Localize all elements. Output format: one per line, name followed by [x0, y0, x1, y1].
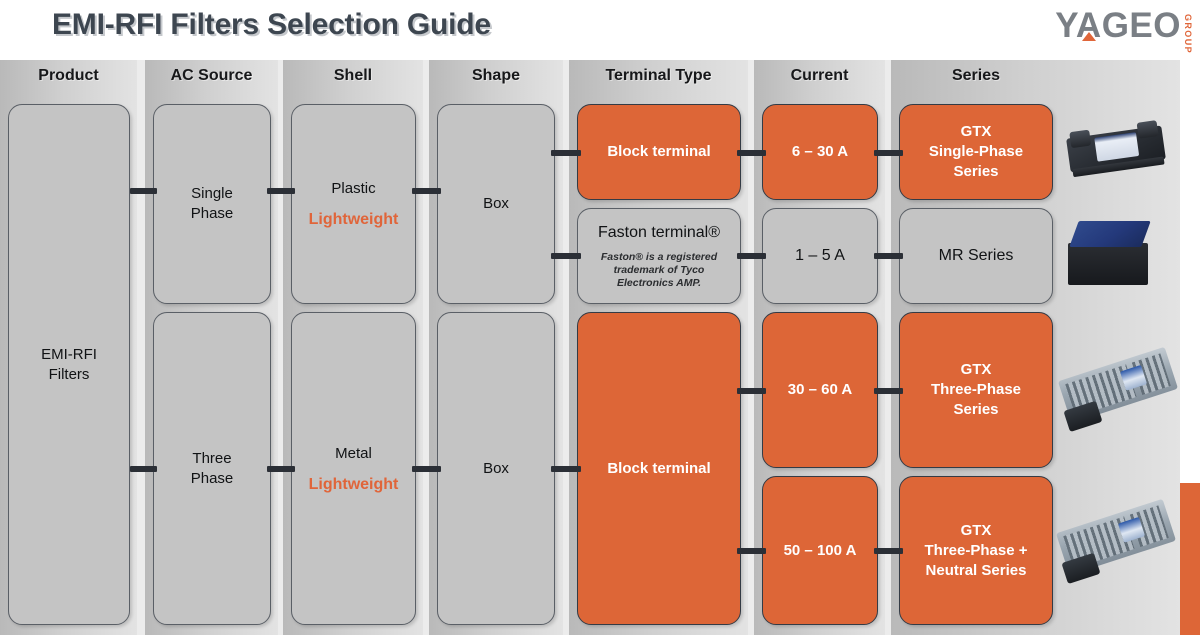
column-header-ac-source: AC Source: [170, 67, 253, 84]
connector-metal-to-box-bottom: [412, 466, 441, 472]
node-series-2-line2: Three-Phase: [930, 381, 1022, 398]
node-terminal-faston[interactable]: Faston terminal® Faston® is a registered…: [577, 208, 741, 304]
right-accent-bar: [1180, 483, 1200, 635]
node-terminal-faston-footnote: Faston® is a registered trademark of Tyc…: [578, 251, 740, 290]
node-shape-box-bottom-label: Box: [483, 459, 509, 477]
connector-box-bottom-to-block-terminal: [551, 466, 581, 472]
logo-triangle-icon: [1082, 32, 1097, 41]
connector-faston-to-1-5a: [737, 253, 766, 259]
node-series-0-line3: Series: [953, 163, 999, 180]
column-header-shell: Shell: [333, 67, 373, 84]
connector-block-terminal-to-30-60a: [737, 388, 766, 394]
node-series-3-line1: GTX: [960, 521, 992, 539]
node-current-50-100a-label: 50 – 100 A: [783, 541, 857, 559]
column-header-product: Product: [38, 67, 99, 84]
node-series-3-line2: Three-Phase +: [924, 541, 1028, 559]
node-terminal-block-bottom-label: Block terminal: [607, 459, 711, 477]
node-shape-box-bottom[interactable]: Box: [437, 312, 555, 625]
node-current-1-5a[interactable]: 1 – 5 A: [762, 208, 878, 304]
node-product-line2: Filters: [48, 365, 90, 383]
connector-plastic-to-box-top: [412, 188, 441, 194]
node-series-2-line1: GTX: [960, 361, 992, 378]
node-series-0-line2: Single-Phase: [928, 143, 1024, 160]
node-shell-metal-material: Metal: [335, 444, 372, 462]
node-shape-box-top-label: Box: [483, 195, 509, 212]
column-header-shape: Shape: [471, 67, 520, 84]
node-series-1-line1: MR Series: [938, 247, 1014, 264]
node-ac-single-line1: Single: [191, 185, 233, 202]
node-series-2-line3: Series: [953, 401, 999, 418]
node-current-6-30a[interactable]: 6 – 30 A: [762, 104, 878, 200]
column-header-current: Current: [790, 67, 849, 84]
yageo-logo: YAGEO GROUP: [1055, 6, 1193, 54]
connector-box-top-to-faston: [551, 253, 581, 259]
node-series-0-line1: GTX: [960, 123, 992, 140]
connector-1-5a-to-mr: [874, 253, 903, 259]
connector-50-100a-to-gtx-three-neutral: [874, 548, 903, 554]
page-title: EMI-RFI Filters Selection Guide: [52, 8, 491, 41]
node-series-mr[interactable]: MR Series: [899, 208, 1053, 304]
connector-three-phase-to-metal: [267, 466, 295, 472]
connector-product-to-three-phase: [130, 466, 157, 472]
logo-wordmark: YAGEO: [1055, 6, 1181, 45]
node-series-gtx-three-phase-neutral[interactable]: GTX Three-Phase + Neutral Series: [899, 476, 1053, 625]
node-ac-source-three-phase[interactable]: Three Phase: [153, 312, 271, 625]
node-shell-plastic[interactable]: Plastic Lightweight: [291, 104, 416, 304]
node-product-line1: EMI-RFI: [41, 345, 97, 363]
logo-group-text: GROUP: [1183, 14, 1193, 55]
node-series-gtx-single-phase[interactable]: GTX Single-Phase Series: [899, 104, 1053, 200]
node-terminal-block-bottom[interactable]: Block terminal: [577, 312, 741, 625]
footnote-line1: Faston® is a registered trademark: [600, 250, 718, 276]
node-ac-three-line1: Three: [192, 449, 232, 467]
footnote-line2: of Tyco Electronics AMP.: [616, 263, 705, 289]
node-ac-single-line2: Phase: [190, 205, 234, 222]
connector-product-to-single-phase: [130, 188, 157, 194]
node-shell-plastic-note: Lightweight: [308, 211, 399, 228]
node-current-6-30a-label: 6 – 30 A: [791, 143, 849, 160]
connector-single-phase-to-plastic: [267, 188, 295, 194]
node-shape-box-top[interactable]: Box: [437, 104, 555, 304]
gtx-single-phase-filter-photo: [1066, 120, 1166, 178]
connector-6-30a-to-gtx-single: [874, 150, 903, 156]
node-current-30-60a[interactable]: 30 – 60 A: [762, 312, 878, 468]
node-current-50-100a[interactable]: 50 – 100 A: [762, 476, 878, 625]
node-shell-plastic-material: Plastic: [331, 180, 376, 197]
connector-block-terminal-to-50-100a: [737, 548, 766, 554]
connector-box-top-to-block-terminal: [551, 150, 581, 156]
node-series-gtx-three-phase[interactable]: GTX Three-Phase Series: [899, 312, 1053, 468]
connector-30-60a-to-gtx-three: [874, 388, 903, 394]
column-header-terminal-type: Terminal Type: [605, 67, 712, 84]
node-terminal-block-top-label: Block terminal: [607, 143, 711, 160]
node-current-1-5a-label: 1 – 5 A: [795, 247, 845, 264]
node-shell-metal[interactable]: Metal Lightweight: [291, 312, 416, 625]
node-current-30-60a-label: 30 – 60 A: [787, 381, 853, 398]
node-series-3-line3: Neutral Series: [925, 561, 1027, 579]
node-terminal-faston-label: Faston terminal®: [597, 223, 721, 241]
node-terminal-block-top[interactable]: Block terminal: [577, 104, 741, 200]
column-header-series: Series: [951, 67, 1001, 84]
node-ac-three-line2: Phase: [190, 469, 234, 487]
node-shell-metal-note: Lightweight: [308, 475, 399, 493]
node-ac-source-single-phase[interactable]: Single Phase: [153, 104, 271, 304]
node-product-emi-rfi-filters[interactable]: EMI-RFI Filters: [8, 104, 130, 625]
connector-block-terminal-to-6-30a: [737, 150, 766, 156]
mr-series-filter-photo: [1068, 221, 1151, 285]
diagram-panel: Product AC Source Shell Shape Terminal T…: [0, 60, 1180, 635]
